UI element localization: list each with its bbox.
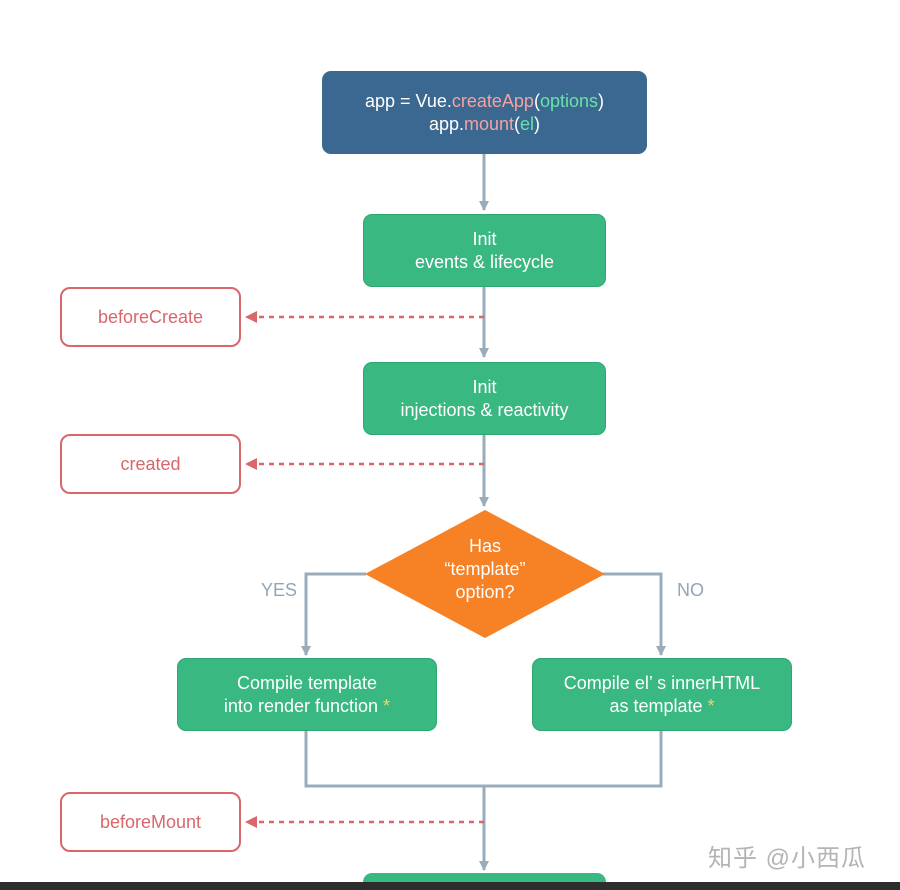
code-argument: options — [539, 90, 598, 111]
arrow-decision-yes — [301, 572, 366, 656]
compile-el-node: Compile el’ s innerHTML as template * — [532, 658, 792, 731]
node-line: Compile template — [236, 672, 378, 693]
code-paren: ) — [598, 90, 604, 111]
init-injections-node: Init injections & reactivity — [363, 362, 606, 435]
node-line: Init — [472, 376, 497, 397]
node-line: into render function * — [224, 695, 390, 718]
hook-before-create: beforeCreate — [60, 287, 241, 347]
decision-diamond — [365, 510, 605, 638]
node-line: injections & reactivity — [400, 399, 569, 420]
start-line-1: app = Vue.createApp(options) — [365, 90, 604, 113]
hook-before-mount: beforeMount — [60, 792, 241, 852]
code-paren: ) — [534, 113, 541, 134]
code-paren: ( — [514, 113, 521, 134]
node-text: into render function — [223, 695, 379, 716]
node-line: Init — [472, 228, 497, 249]
init-events-node: Init events & lifecycle — [363, 214, 606, 287]
compile-template-node: Compile template into render function * — [177, 658, 437, 731]
decision-line: option? — [455, 582, 515, 602]
start-node: app = Vue.createApp(options) app.mount(e… — [322, 71, 647, 154]
decision-line: Has — [468, 536, 501, 556]
footnote-star: * — [383, 695, 391, 716]
start-line-2: app.mount(el) — [429, 113, 540, 136]
arrow-decision-no — [603, 572, 666, 656]
bottom-bar — [0, 882, 900, 890]
code-text: app. — [428, 113, 464, 134]
watermark: 知乎 @小西瓜 — [708, 845, 867, 872]
node-line: as template * — [609, 695, 714, 718]
footnote-star: * — [707, 695, 715, 716]
node-text: as template — [609, 695, 703, 716]
node-line: Compile el’ s innerHTML — [563, 672, 761, 693]
code-argument: el — [520, 113, 535, 134]
decision-label: Has “template” option? — [420, 535, 550, 604]
decision-line: “template” — [444, 559, 526, 579]
code-keyword: createApp — [451, 90, 534, 111]
node-line: events & lifecycle — [414, 251, 555, 272]
code-keyword: mount — [464, 113, 515, 134]
hook-created: created — [60, 434, 241, 494]
code-paren: ( — [533, 90, 540, 111]
yes-label: YES — [261, 580, 298, 600]
connector-merge — [304, 731, 663, 788]
code-text: app = Vue. — [364, 90, 452, 111]
no-label: NO — [677, 580, 704, 600]
